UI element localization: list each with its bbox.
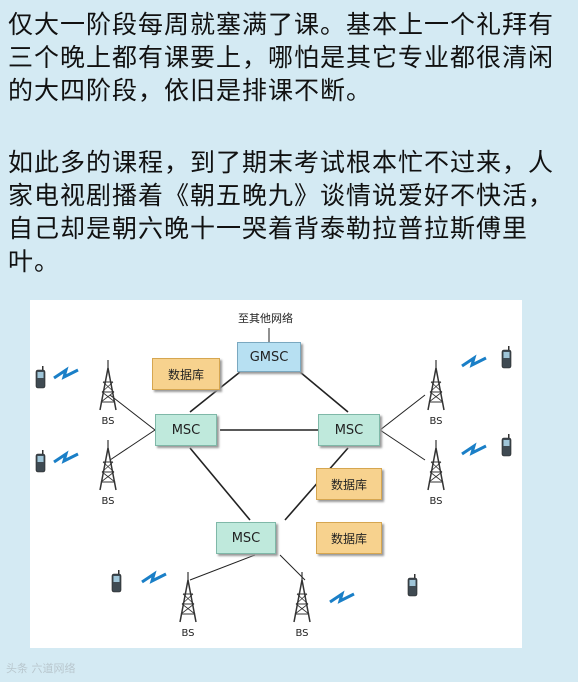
network-diagram: 至其他网络 GMSC 数据库 MSC MSC 数据库 MSC 数据库 BS BS… [30,300,522,648]
bs-label: BS [101,416,115,427]
phone-icon [501,345,512,369]
msc-bottom: MSC [216,522,276,554]
bs-label: BS [295,628,309,639]
tower-icon [99,359,117,411]
phone-icon [501,433,512,457]
signal-icon [460,444,488,456]
tower-icon [179,571,197,623]
tower-icon [427,359,445,411]
phone-icon [111,569,122,593]
watermark: 头条 六道网络 [6,662,76,675]
msc-left: MSC [155,414,217,446]
database-bottom: 数据库 [316,522,382,554]
tower-icon [99,439,117,491]
paragraph-1: 仅大一阶段每周就塞满了课。基本上一个礼拜有三个晚上都有课要上，哪怕是其它专业都很… [8,10,555,105]
bs-label: BS [429,496,443,507]
tower-icon [293,571,311,623]
paragraph-2: 如此多的课程，到了期末考试根本忙不过来，人家电视剧播着《朝五晚九》谈情说爱好不快… [8,148,555,276]
tower-icon [427,439,445,491]
phone-icon [35,449,46,473]
database-left: 数据库 [152,358,220,390]
signal-icon [328,592,356,604]
gmsc-node: GMSC [237,342,301,372]
bs-label: BS [429,416,443,427]
other-network-label: 至其他网络 [238,312,293,325]
msc-right: MSC [318,414,380,446]
signal-icon [460,356,488,368]
bs-label: BS [101,496,115,507]
bs-label: BS [181,628,195,639]
database-right: 数据库 [316,468,382,500]
signal-icon [52,452,80,464]
signal-icon [140,572,168,584]
phone-icon [407,573,418,597]
phone-icon [35,365,46,389]
signal-icon [52,368,80,380]
